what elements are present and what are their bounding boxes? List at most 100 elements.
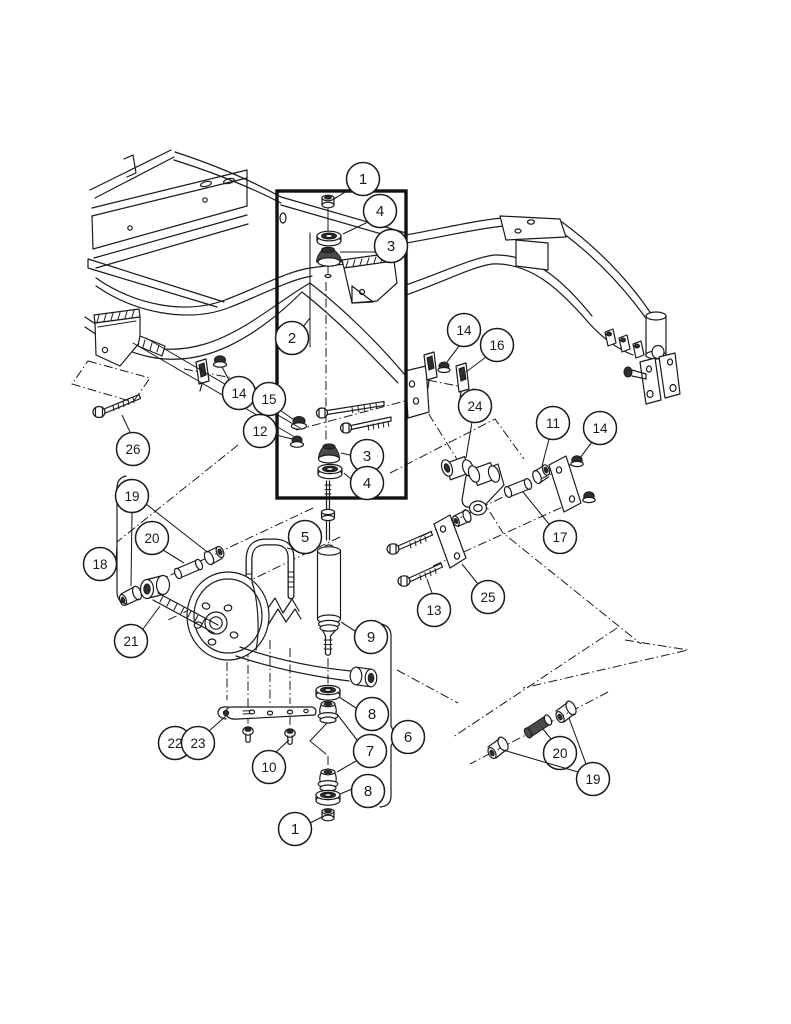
callout-circle — [457, 388, 493, 424]
mount-bolt-a — [315, 400, 385, 419]
callout-circle — [352, 733, 388, 769]
callout-leader-line — [145, 503, 207, 552]
callout-leader-line — [446, 345, 460, 363]
bolt-13-a — [386, 530, 434, 555]
callout-circle — [251, 381, 287, 417]
frame-top-left — [87, 149, 282, 308]
callout-leader-line — [121, 414, 131, 433]
callout-12: 12 — [242, 413, 293, 449]
sleeve-20-right — [523, 714, 553, 739]
washer-8-lower — [315, 789, 341, 806]
callout-14: 14 — [221, 366, 257, 411]
bushing-7-lower — [317, 768, 339, 792]
washer-8-upper — [315, 684, 341, 701]
callout-number: 17 — [552, 530, 567, 545]
bushing-front — [118, 585, 143, 606]
callout-8: 8 — [338, 696, 390, 732]
callout-number: 8 — [368, 706, 376, 723]
callout-circle — [113, 623, 149, 659]
callout-circle — [542, 519, 578, 555]
callout-number: 12 — [252, 424, 267, 439]
callout-leader-line — [130, 512, 133, 587]
trailing-arm-spring — [118, 545, 378, 688]
callout-circle — [390, 719, 426, 755]
callout-circle — [353, 619, 389, 655]
spring-plate-bottom — [217, 706, 317, 746]
callout-leader-line — [142, 605, 161, 630]
callout-leader-line — [426, 578, 433, 594]
nut-14-b — [582, 491, 596, 504]
lower-link-stack — [309, 684, 341, 822]
callout-11: 11 — [535, 405, 571, 467]
callout-circle — [274, 320, 310, 356]
callout-circle — [134, 520, 170, 556]
brake-drum — [186, 571, 270, 661]
callout-leader-line — [275, 739, 290, 753]
callout-circle — [115, 431, 151, 467]
washer-lower — [317, 463, 343, 480]
axle-bushings-right — [487, 700, 577, 759]
nut-14-a — [570, 455, 584, 468]
shackle-plates — [639, 352, 681, 405]
callout-circle — [345, 161, 381, 197]
callout-leader-line — [579, 441, 593, 459]
callout-number: 18 — [92, 557, 107, 572]
callout-3: 3 — [340, 228, 409, 264]
callout-number: 20 — [552, 746, 567, 761]
callout-number: 8 — [364, 783, 372, 800]
bolt-10-left — [242, 726, 254, 744]
callout-circle — [362, 193, 398, 229]
callout-1: 1 — [333, 161, 381, 200]
callout-21: 21 — [113, 605, 161, 659]
callout-24: 24 — [457, 388, 493, 459]
callout-17: 17 — [522, 491, 578, 555]
callout-circle — [470, 579, 506, 615]
callout-number: 15 — [261, 392, 276, 407]
callout-20: 20 — [542, 728, 578, 771]
mount-bolt-b — [339, 416, 392, 434]
sleeve-20-left — [173, 558, 204, 580]
rail-top-plate — [499, 215, 567, 241]
callout-number: 14 — [592, 421, 608, 436]
bolt-10-right — [284, 728, 296, 746]
callout-number: 16 — [489, 338, 504, 353]
spring-clamps-rail-end — [604, 328, 647, 380]
bushing-7-upper — [317, 700, 339, 724]
callout-circle — [373, 228, 409, 264]
callout-number: 3 — [387, 238, 395, 255]
callout-number: 1 — [359, 171, 367, 188]
callout-number: 9 — [367, 629, 375, 646]
shock-top-rod — [320, 480, 336, 541]
callout-leader-line — [309, 816, 323, 824]
callout-leader-line — [338, 696, 357, 709]
callout-number: 4 — [376, 203, 384, 220]
callout-leader-line — [115, 544, 118, 561]
cap-nut-top — [321, 194, 335, 209]
callout-leader-line — [340, 621, 356, 632]
rail-end-cap — [645, 311, 667, 360]
callout-circle — [479, 327, 515, 363]
callout-number: 7 — [366, 743, 374, 760]
callout-number: 20 — [144, 531, 159, 546]
shackle-plate-25 — [433, 514, 467, 569]
callout-number: 25 — [480, 590, 495, 605]
callout-9: 9 — [340, 619, 389, 655]
callout-leader-line — [162, 549, 185, 564]
callout-number: 4 — [363, 475, 371, 492]
callout-13: 13 — [416, 578, 452, 628]
callout-leader-line — [275, 434, 293, 440]
bushing-19-top — [555, 700, 577, 723]
callout-number: 23 — [190, 736, 205, 751]
callout-number: 13 — [426, 603, 441, 618]
callout-4: 4 — [343, 465, 385, 501]
callout-leader-line — [208, 715, 227, 732]
shock-absorber — [316, 544, 342, 656]
callout-16: 16 — [465, 327, 515, 373]
callout-number: 24 — [467, 399, 483, 414]
callout-circle — [114, 478, 150, 514]
washer-upper — [316, 230, 342, 247]
callout-6: 6 — [390, 719, 426, 755]
bushing-lower — [317, 443, 341, 464]
